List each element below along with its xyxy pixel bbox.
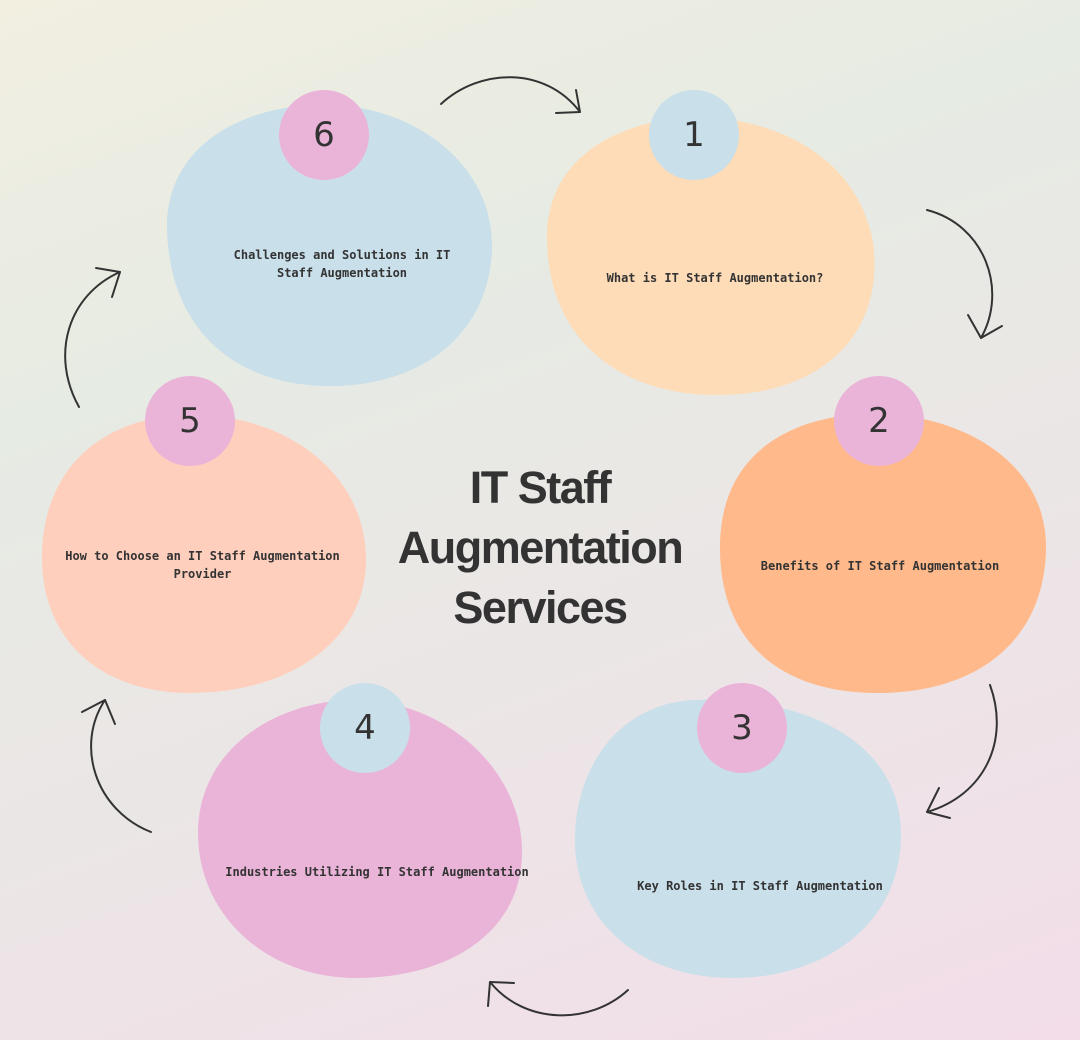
step-2-number-badge: 2	[834, 376, 924, 466]
step-5-blob	[41, 414, 366, 693]
step-3-label: Key Roles in IT Staff Augmentation	[637, 879, 883, 893]
arrow-6-to-1-icon	[440, 76, 581, 114]
step-4-label: Industries Utilizing IT Staff Augmentati…	[225, 865, 529, 879]
step-5-label: How to Choose an IT Staff Augmentation P…	[65, 549, 340, 581]
arrow-2-to-3-icon	[926, 684, 998, 819]
title-line-1: IT Staff	[469, 462, 612, 513]
page-title: IT Staff Augmentation Services	[340, 458, 740, 638]
step-1-blob	[546, 117, 875, 396]
title-line-3: Services	[453, 582, 628, 633]
step-1-number-badge: 1	[649, 90, 739, 180]
step-6-label: Challenges and Solutions in IT Staff Aug…	[233, 248, 451, 280]
step-1-label: What is IT Staff Augmentation?	[606, 271, 824, 285]
arrow-5-to-6-icon	[64, 267, 121, 408]
step-4-number-badge: 4	[320, 683, 410, 773]
arrow-4-to-5-icon	[81, 699, 152, 833]
step-5-number-badge: 5	[145, 376, 235, 466]
arrow-1-to-2-icon	[926, 209, 1003, 339]
title-line-2: Augmentation	[397, 522, 684, 573]
step-6-number-badge: 6	[279, 90, 369, 180]
step-3-blob	[574, 699, 901, 978]
step-4-blob	[197, 699, 523, 978]
arrow-3-to-4-icon	[487, 981, 629, 1017]
step-2-label: Benefits of IT Staff Augmentation	[760, 559, 1000, 573]
step-3-number-badge: 3	[697, 683, 787, 773]
step-2-blob	[719, 413, 1047, 693]
step-6-blob	[166, 104, 493, 387]
